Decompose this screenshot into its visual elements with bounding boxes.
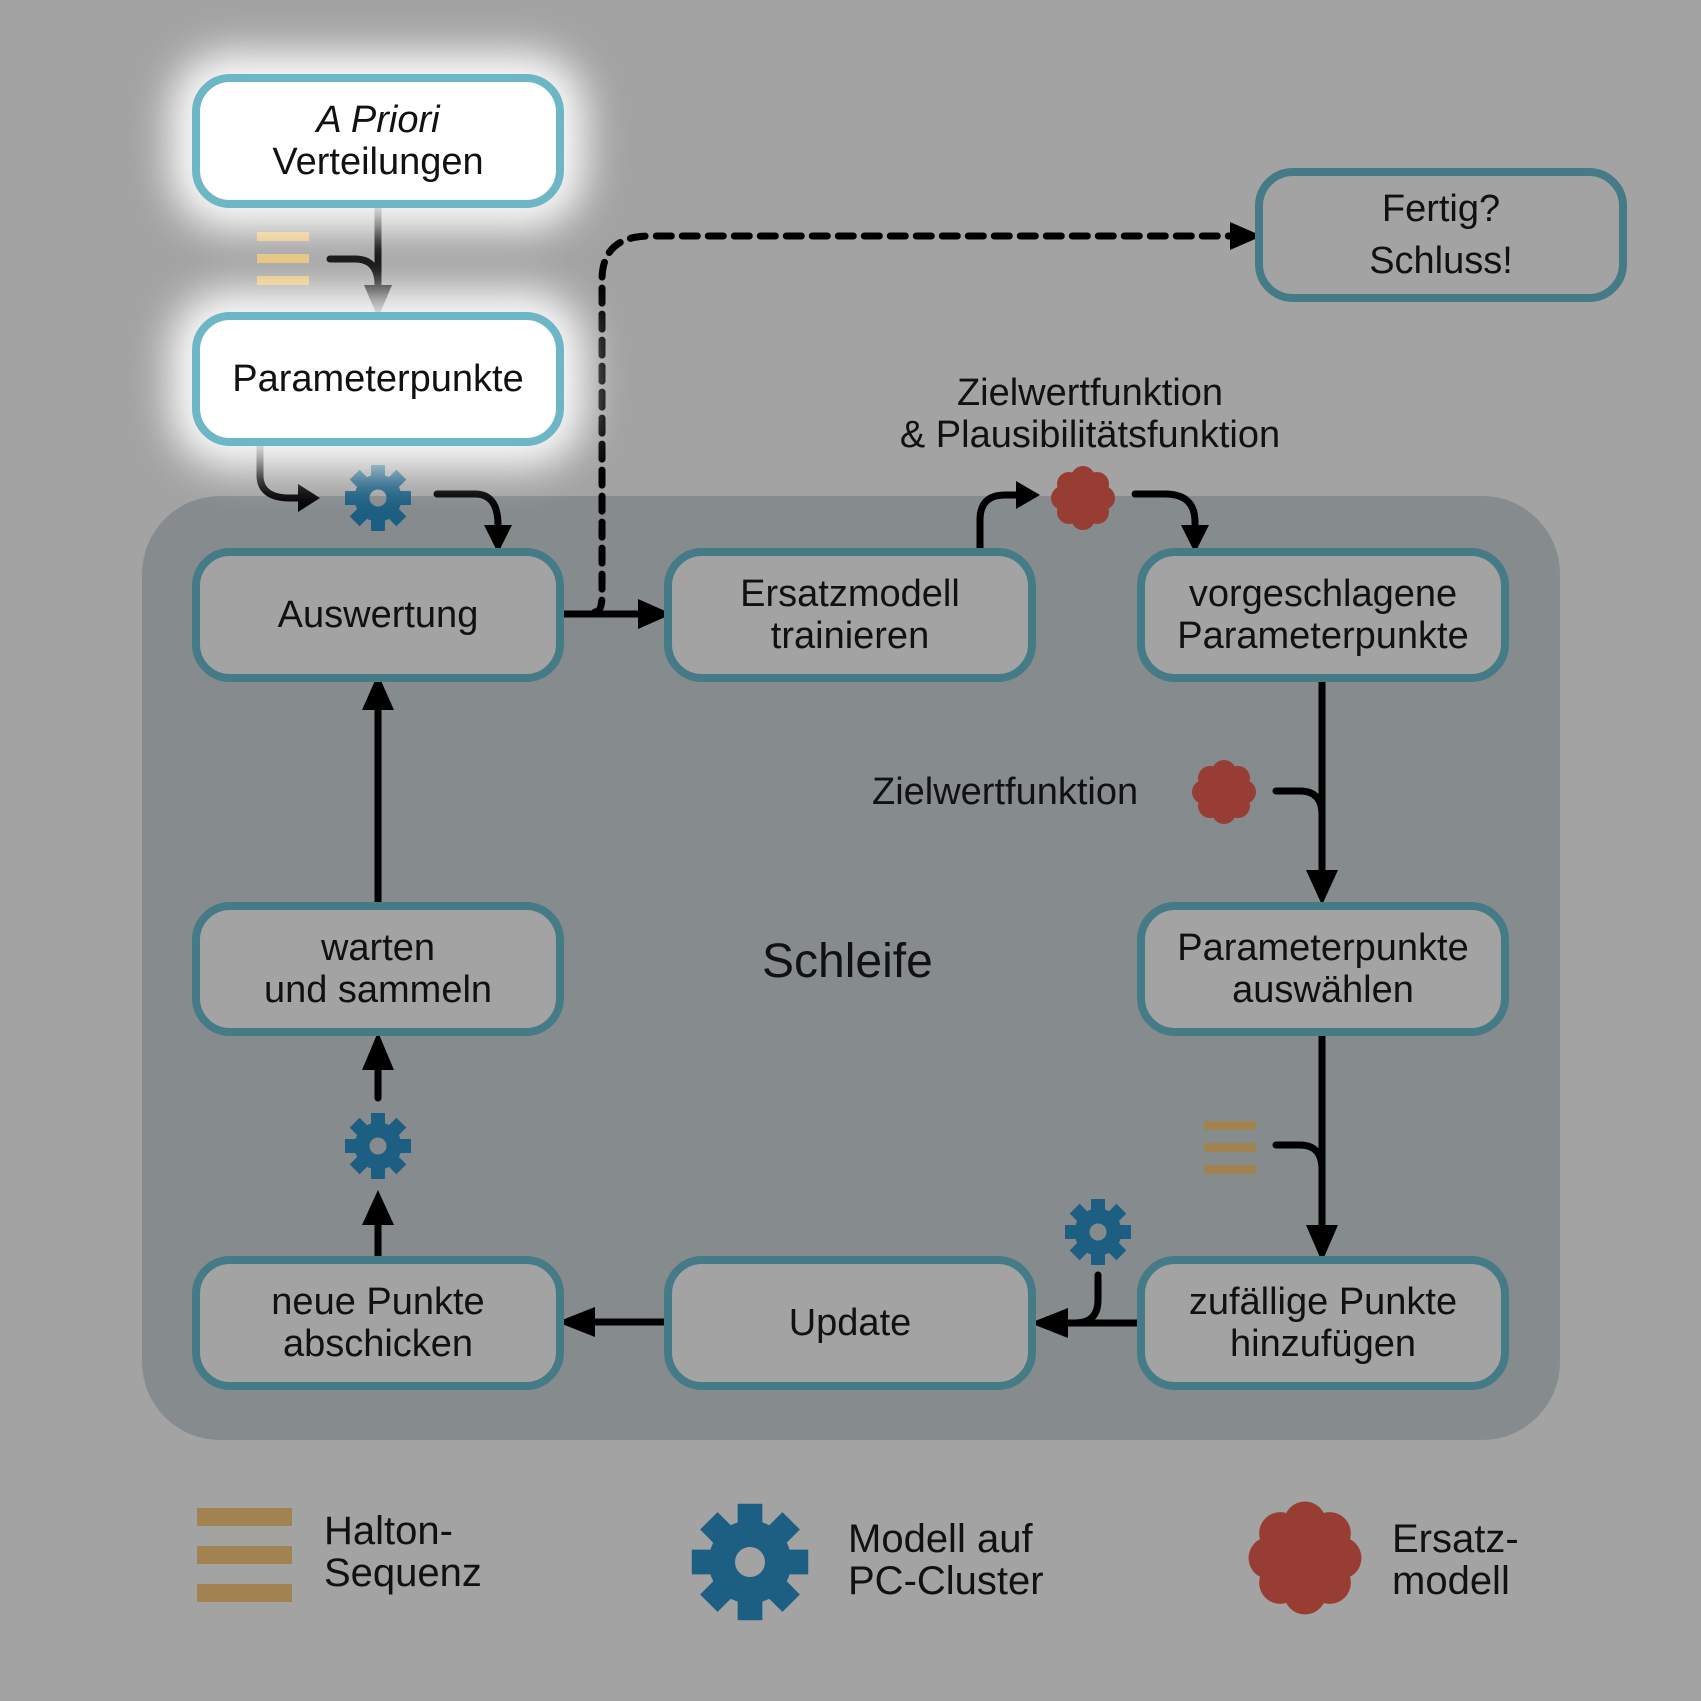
node-train-line1: Ersatzmodell <box>740 573 960 615</box>
arrowhead <box>298 484 320 512</box>
node-done-line1: Fertig? <box>1381 188 1501 230</box>
node-select-line1: Parameterpunkte <box>1177 927 1469 969</box>
arrowhead <box>1230 222 1262 250</box>
arrow-objective-merge <box>1272 787 1326 819</box>
legend-halton-icon <box>197 1508 292 1602</box>
arrowhead <box>1181 525 1209 553</box>
legend-surrogate-line1: Ersatz- <box>1392 1517 1519 1561</box>
node-select-points: Parameterpunkte auswählen <box>1137 902 1509 1036</box>
arrow-params-to-gear <box>256 433 309 502</box>
node-proposed-line1: vorgeschlagene <box>1188 573 1458 615</box>
node-eval-label: Auswertung <box>277 594 479 636</box>
arrowhead <box>362 1032 394 1070</box>
arrow-eval-to-done <box>591 232 1239 616</box>
node-send-line2: abschicken <box>282 1323 474 1365</box>
legend-halton-text: Halton- Sequenz <box>324 1510 482 1594</box>
node-params-label: Parameterpunkte <box>232 358 524 400</box>
legend-gear-icon <box>692 1504 808 1620</box>
node-send-line1: neue Punkte <box>271 1281 485 1323</box>
legend-surrogate-line2: modell <box>1392 1559 1510 1603</box>
arrow-train-to-blob <box>976 491 1024 559</box>
arrow-gear-to-eval <box>433 490 502 539</box>
halton-icon <box>257 232 309 285</box>
node-wait-line1: warten <box>320 927 436 969</box>
node-prior-line2: Verteilungen <box>272 141 484 183</box>
legend-cluster-line2: PC-Cluster <box>848 1559 1044 1603</box>
label-objective-plausibility: Zielwertfunktion & Plausibilitätsfunktio… <box>840 372 1340 456</box>
node-wait-and-collect: warten und sammeln <box>192 902 564 1036</box>
arrowhead <box>362 674 394 710</box>
node-add-random-points: zufällige Punkte hinzufügen <box>1137 1256 1509 1390</box>
node-update: Update <box>664 1256 1036 1390</box>
node-proposed-points: vorgeschlagene Parameterpunkte <box>1137 548 1509 682</box>
node-done-line2: Schluss! <box>1369 240 1513 282</box>
node-parameter-points: Parameterpunkte <box>192 312 564 446</box>
arrowhead <box>638 599 672 629</box>
node-update-label: Update <box>788 1302 912 1344</box>
arrowhead <box>1306 1225 1338 1262</box>
halton-icon <box>1204 1121 1256 1174</box>
surrogate-icon <box>1192 760 1256 824</box>
label-objective-plausibility-line1: Zielwertfunktion <box>956 372 1224 414</box>
legend-cluster-text: Modell auf PC-Cluster <box>848 1518 1044 1602</box>
arrowhead <box>1306 870 1338 905</box>
node-random-line1: zufällige Punkte <box>1188 1281 1458 1323</box>
legend-surrogate-text: Ersatz- modell <box>1392 1518 1519 1602</box>
node-select-line2: auswählen <box>1232 969 1414 1011</box>
arrowhead <box>1016 481 1040 509</box>
node-wait-line2: und sammeln <box>263 969 493 1011</box>
gear-icon <box>345 1113 411 1179</box>
label-objective: Zielwertfunktion <box>872 771 1139 813</box>
surrogate-icon <box>1051 466 1115 530</box>
arrow-gear-merge <box>1071 1271 1102 1327</box>
arrowhead <box>557 1307 595 1337</box>
node-random-line2: hinzufügen <box>1230 1323 1416 1365</box>
arrow-blob-to-proposed <box>1131 490 1199 539</box>
node-train-surrogate: Ersatzmodell trainieren <box>664 548 1036 682</box>
gear-icon <box>345 465 411 531</box>
node-evaluation: Auswertung <box>192 548 564 682</box>
label-loop: Schleife <box>762 935 933 988</box>
arrowhead <box>362 1190 394 1225</box>
legend-surrogate-icon <box>1248 1501 1362 1615</box>
gear-icon <box>1065 1199 1131 1265</box>
node-prior-distributions: A Priori Verteilungen <box>192 74 564 208</box>
arrow-halton-merge-top <box>326 255 382 289</box>
legend-halton-line2: Sequenz <box>324 1551 482 1595</box>
arrowhead <box>364 285 392 318</box>
node-proposed-line2: Parameterpunkte <box>1177 615 1469 657</box>
legend-cluster-line1: Modell auf <box>848 1517 1033 1561</box>
arrow-halton-merge-bottom <box>1272 1141 1326 1174</box>
node-done: Fertig? Schluss! <box>1255 168 1627 302</box>
arrowhead <box>484 525 512 553</box>
node-prior-line1: A Priori <box>316 99 440 141</box>
node-train-line2: trainieren <box>770 615 930 657</box>
label-objective-plausibility-line2: & Plausibilitätsfunktion <box>899 414 1281 456</box>
legend-halton-line1: Halton- <box>324 1509 453 1553</box>
node-send-new-points: neue Punkte abschicken <box>192 1256 564 1390</box>
arrowhead <box>1030 1308 1068 1338</box>
